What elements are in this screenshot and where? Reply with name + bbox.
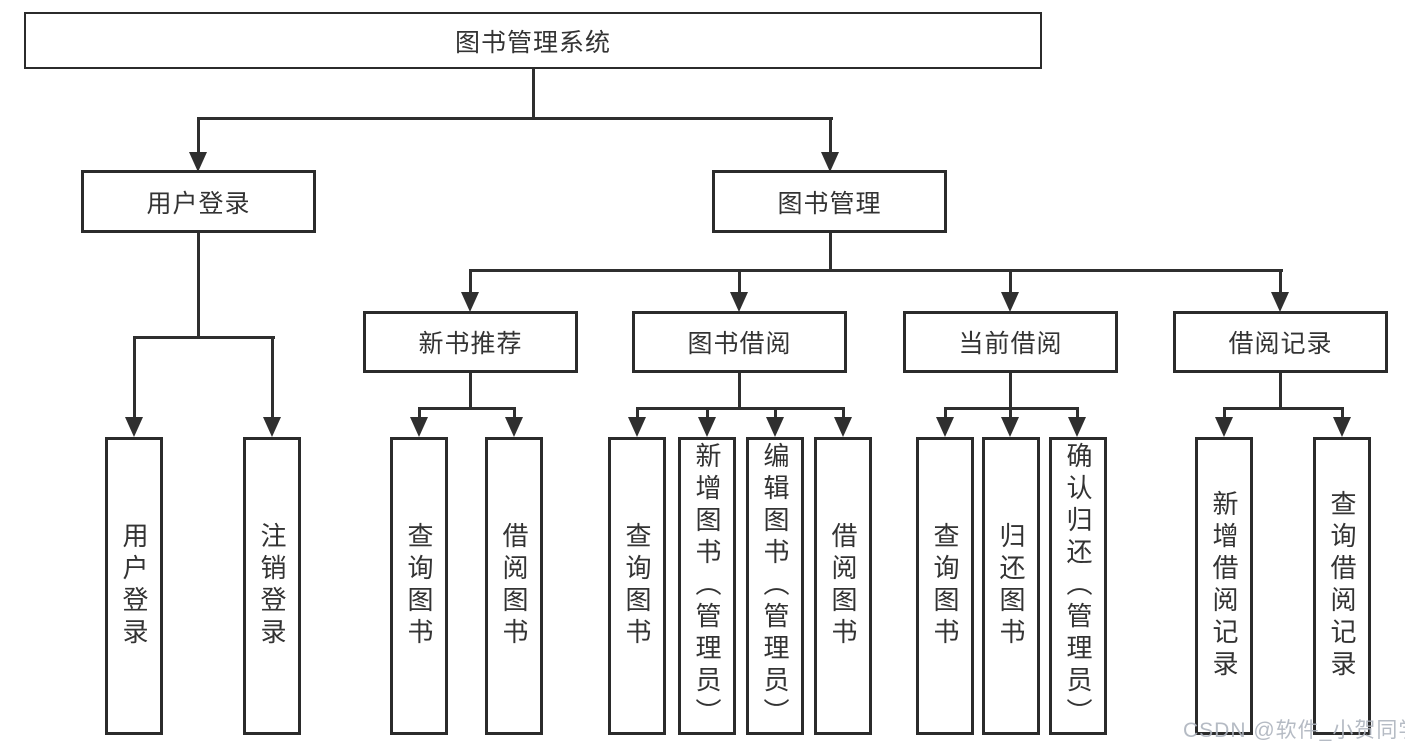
connector-line [197,117,833,120]
arrow-down-icon [628,417,646,437]
connector-line [636,407,639,420]
connector-line [829,117,832,155]
connector-line [774,407,777,420]
connector-line [1223,407,1226,420]
arrow-down-icon [1215,417,1233,437]
node-root: 图书管理系统 [24,12,1042,69]
node-book-management-label: 图书管理 [777,189,882,218]
node-book-borrowing: 图书借阅 [632,311,847,373]
node-user-login: 用户登录 [81,170,316,233]
connector-line [469,269,472,294]
leaf-confirm-return-admin: 确认归还（管理员） [1049,437,1107,735]
arrow-down-icon [263,417,281,437]
connector-line [418,407,421,420]
connector-line [829,233,832,271]
arrow-down-icon [821,152,839,172]
watermark: CSDN @软件_小贺同学 [1183,719,1405,742]
connector-line [636,407,844,410]
node-new-book-recommendation-label: 新书推荐 [418,330,523,358]
leaf-borrow-books-recommend: 借阅图书 [485,437,543,735]
node-book-management: 图书管理 [712,170,947,233]
connector-line [133,336,136,419]
connector-line [706,407,709,420]
leaf-add-borrow-record: 新增借阅记录 [1195,437,1253,735]
connector-line [271,336,274,419]
connector-line [738,373,741,409]
connector-line [1223,407,1343,410]
node-book-borrowing-label: 图书借阅 [687,330,792,358]
connector-line [513,407,516,420]
connector-line [1009,269,1012,294]
leaf-add-book-admin: 新增图书（管理员） [678,437,736,735]
node-new-book-recommendation: 新书推荐 [363,311,578,373]
arrow-down-icon [125,417,143,437]
connector-line [469,269,1283,272]
arrow-down-icon [766,417,784,437]
node-user-login-label: 用户登录 [146,189,251,218]
connector-line [1009,373,1012,409]
arrow-down-icon [1001,417,1019,437]
leaf-query-books-recommend: 查询图书 [390,437,448,735]
connector-line [1279,373,1282,409]
leaf-edit-book-admin: 编辑图书（管理员） [746,437,804,735]
connector-line [1279,269,1282,294]
connector-line [197,233,200,338]
node-current-borrowing-label: 当前借阅 [958,330,1063,358]
connector-line [738,269,741,294]
connector-line [1076,407,1079,420]
node-borrowing-records-label: 借阅记录 [1228,330,1333,358]
leaf-query-borrow-record: 查询借阅记录 [1313,437,1371,735]
arrow-down-icon [698,417,716,437]
arrow-down-icon [936,417,954,437]
leaf-logout: 注销登录 [243,437,301,735]
connector-line [1009,407,1012,420]
arrow-down-icon [410,417,428,437]
arrow-down-icon [461,292,479,312]
leaf-query-books-current: 查询图书 [916,437,974,735]
arrow-down-icon [189,152,207,172]
connector-line [197,117,200,155]
node-root-label: 图书管理系统 [454,28,611,57]
arrow-down-icon [1068,417,1086,437]
arrow-down-icon [505,417,523,437]
connector-line [944,407,947,420]
leaf-borrow-books-borrow: 借阅图书 [814,437,872,735]
connector-line [469,373,472,409]
leaf-return-books: 归还图书 [982,437,1040,735]
arrow-down-icon [730,292,748,312]
connector-line [1341,407,1344,420]
connector-line [418,407,516,410]
leaf-query-books-borrow: 查询图书 [608,437,666,735]
arrow-down-icon [834,417,852,437]
arrow-down-icon [1271,292,1289,312]
node-borrowing-records: 借阅记录 [1173,311,1388,373]
leaf-user-login: 用户登录 [105,437,163,735]
connector-line [842,407,845,420]
connector-line [133,336,275,339]
arrow-down-icon [1333,417,1351,437]
node-current-borrowing: 当前借阅 [903,311,1118,373]
connector-line [532,69,535,118]
arrow-down-icon [1001,292,1019,312]
